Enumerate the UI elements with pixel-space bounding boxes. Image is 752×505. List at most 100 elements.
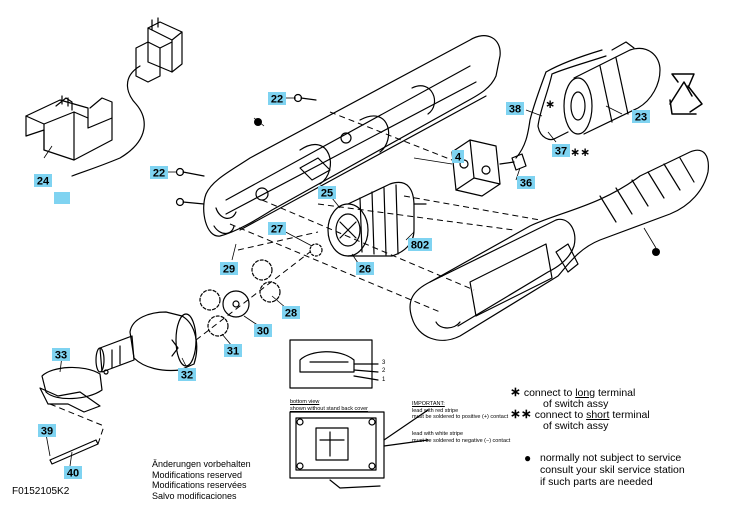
part-label-planet_gears: 28 (285, 308, 297, 320)
part-label-bit: 39 (41, 426, 53, 438)
note-short-text-b: terminal (609, 409, 650, 421)
part-label-box-terminal (517, 176, 535, 189)
side-view-label-1: 1 (382, 377, 386, 383)
white-lead-1: lead with white stripe (412, 431, 464, 437)
part-label-box-planet_gears (282, 306, 300, 319)
part-label-pinion: 27 (271, 224, 283, 236)
note-long-terminal: ∗ connect to long terminal (510, 384, 636, 399)
part-label-pin: 29 (223, 264, 235, 276)
part-label-box-motor (408, 238, 432, 251)
note-service: ● normally not subject to service consul… (524, 451, 685, 488)
part-label-box-switch (452, 150, 464, 163)
star-icon: ∗ (510, 384, 521, 399)
battery-pack (563, 41, 661, 135)
part-label-box-screw_top (268, 92, 286, 105)
part-label-terminal: 36 (520, 178, 532, 190)
part-label-motor: 802 (411, 240, 429, 252)
housing-half-right (409, 149, 709, 341)
motor (327, 181, 427, 257)
part-label-bit_holder: 40 (67, 468, 79, 480)
part-label-battery: 23 (635, 112, 647, 124)
gear-set (199, 243, 323, 337)
part-label-box-pin (220, 262, 238, 275)
screw-lower (175, 197, 205, 207)
part-label-box-sun_gear (224, 344, 242, 357)
leader-lines (43, 97, 657, 467)
part-label-box-bit_holder (64, 466, 82, 479)
drawing-code: F0152105K2 (12, 486, 70, 497)
modifications-es: Salvo modificaciones (152, 490, 237, 501)
charging-stand (25, 95, 113, 161)
part-label-box-clip (52, 348, 70, 361)
side-view-inset (289, 339, 379, 389)
part-label-box-wire_long (506, 102, 524, 115)
side-view-label-3: 3 (382, 360, 386, 366)
service-dots (254, 118, 660, 256)
part-label-box-pinion (268, 222, 286, 235)
part-label-screw_top: 22 (271, 94, 283, 106)
screw-mid (175, 167, 205, 177)
part-label-sun_gear: 31 (227, 346, 239, 358)
bottom-view-title: bottom view shown without stand back cov… (290, 399, 368, 412)
housing-half-left (203, 35, 501, 237)
part-label-switch: 4 (455, 152, 462, 164)
star-mark-38: ∗ (545, 97, 555, 111)
dot-icon: ● (524, 451, 532, 465)
note-long-text-b: terminal (595, 387, 636, 399)
note-service-line2: consult your skil service station (540, 464, 685, 476)
part-label-box-carrier (254, 324, 272, 337)
note-short-text-a: connect to (534, 409, 587, 421)
star-mark-37: ∗∗ (570, 145, 590, 159)
note-long-word: long (575, 387, 596, 399)
white-lead-2: must be soldered to negative (−) contact (412, 437, 511, 444)
bottom-view-inset (289, 409, 429, 489)
part-label-box-battery (632, 110, 650, 123)
side-view-label-2: 2 (382, 368, 386, 374)
part-label-box-charger (34, 174, 52, 187)
red-lead-1: lead with red stripe (412, 407, 459, 414)
bottom-view-title1: bottom view (290, 399, 320, 405)
part-label-charger: 24 (37, 176, 50, 188)
part-label-box-motor_ring (318, 186, 336, 199)
modifications-notice: Änderungen vorbehalten Modifications res… (152, 459, 251, 501)
switch-assembly (451, 139, 527, 197)
bottom-view-title2: shown without stand back cover (290, 405, 368, 412)
gear-housing (95, 311, 198, 375)
modifications-en: Modifications reserved (152, 469, 243, 480)
note-short-word: short (586, 409, 610, 421)
note-service-line1: normally not subject to service (540, 452, 682, 464)
screw-top (293, 93, 317, 103)
retaining-clip (39, 366, 103, 413)
bottom-view-white: lead with white stripe must be soldered … (412, 431, 510, 444)
bottom-view-important: IMPORTANT: lead with red stripe must be … (412, 401, 508, 421)
part-label-screw_mid: 22 (153, 168, 165, 180)
part-label-box-bit (38, 424, 56, 437)
modifications-fr: Modifications reservées (152, 480, 247, 490)
red-lead-2: must be soldered to positive (+) contact (412, 414, 509, 420)
part-label-box-wire_short (552, 144, 570, 157)
part-label-motor_ring: 25 (321, 188, 333, 200)
empty-label-box (54, 192, 70, 204)
part-label-gear_housing: 32 (181, 370, 193, 382)
part-label-clip: 33 (55, 350, 67, 362)
part-label-box-screw_mid (150, 166, 168, 179)
note-short-terminal: ∗∗ connect to short terminal (510, 406, 650, 421)
note-long-text-a: connect to (523, 387, 576, 399)
part-label-carrier: 30 (257, 326, 269, 338)
part-label-wire_long: 38 (509, 104, 521, 116)
battery-wires (515, 49, 607, 159)
wall-plug-charger (71, 17, 183, 177)
recycle-icon (669, 73, 703, 115)
double-star-icon: ∗∗ (510, 406, 532, 421)
note-service-line3: if such parts are needed (540, 476, 653, 488)
part-label-motor_bushing: 26 (359, 264, 371, 276)
important-label: IMPORTANT: (412, 401, 445, 407)
assembly-lines (49, 111, 541, 445)
part-label-wire_short: 37 (555, 146, 567, 158)
part-label-box-motor_bushing (356, 262, 374, 275)
note-long-line2: of switch assy (543, 398, 609, 410)
modifications-de: Änderungen vorbehalten (152, 459, 251, 469)
part-label-box-gear_housing (178, 368, 196, 381)
